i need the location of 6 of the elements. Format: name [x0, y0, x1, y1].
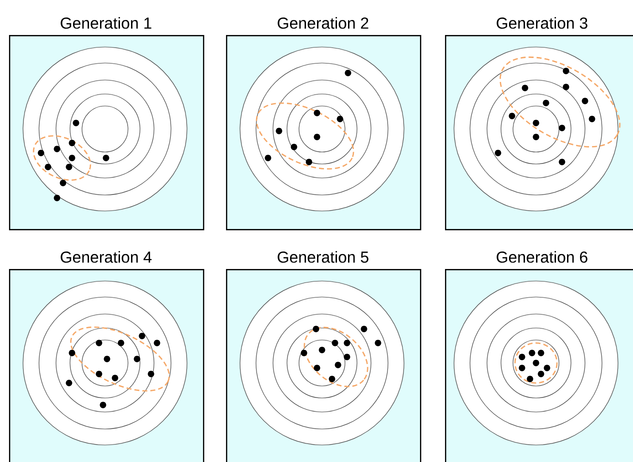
panel-title: Generation 3 [496, 17, 588, 29]
panel-title: Generation 6 [496, 251, 588, 263]
panel-title: Generation 2 [278, 17, 368, 29]
panel-title: Generation 1 [60, 17, 152, 29]
panel-title: Generation 5 [278, 251, 368, 263]
panel-title: Generation 4 [60, 251, 152, 263]
